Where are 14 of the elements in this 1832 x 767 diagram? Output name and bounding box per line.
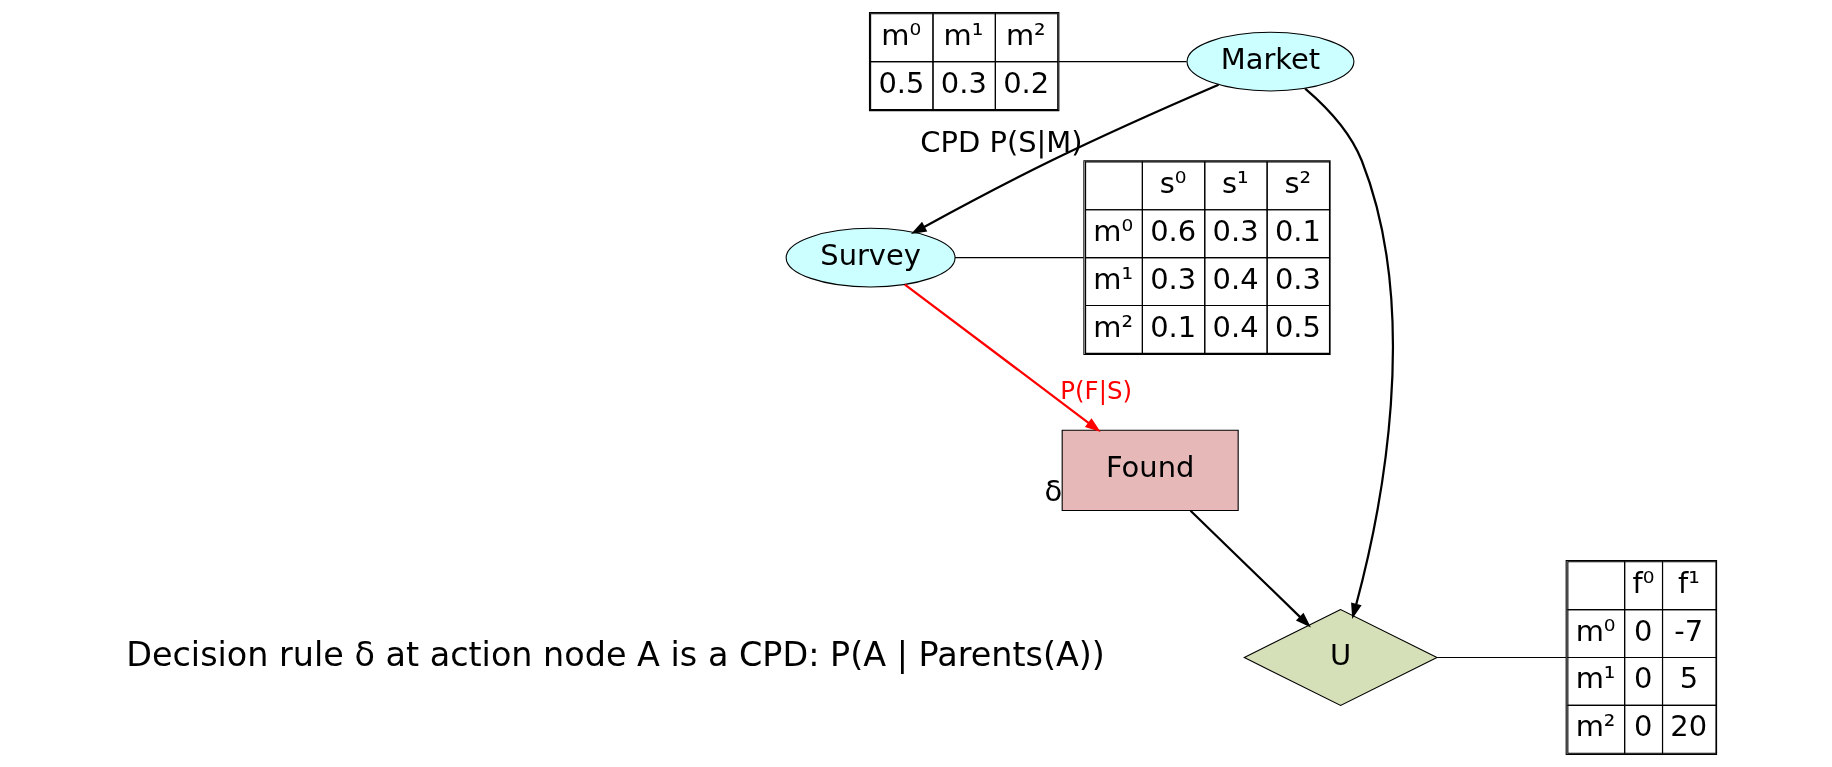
arrow	[1189, 509, 1311, 628]
node-box: Found	[1061, 429, 1239, 512]
connector	[954, 257, 1085, 259]
arrow	[1304, 87, 1394, 619]
arrow	[910, 83, 1220, 235]
label: Decision rule δ at action node A is a CPD: P(A | Parents(A))	[126, 634, 1105, 674]
connector	[1058, 61, 1188, 63]
node-label: δ	[1044, 474, 1063, 509]
node-ellipse: Survey	[785, 227, 956, 288]
connector	[1436, 656, 1567, 659]
node-ellipse: Market	[1186, 31, 1355, 92]
edge-label: P(F|S)	[1060, 375, 1133, 405]
node-label: CPD P(S|M)	[920, 124, 1083, 159]
arrow	[904, 283, 1101, 432]
